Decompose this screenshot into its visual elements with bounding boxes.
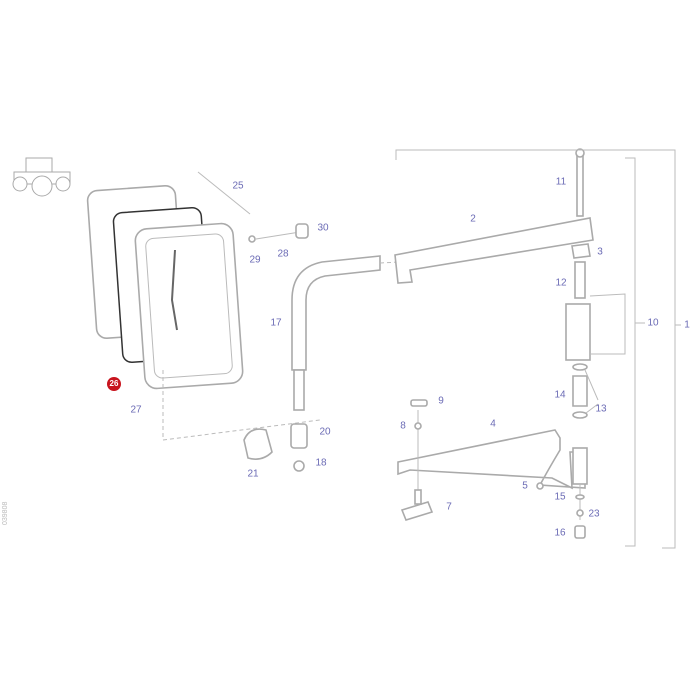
callout-25[interactable]: 25 [232,180,244,192]
callout-16[interactable]: 16 [554,527,566,539]
callout-4[interactable]: 4 [490,418,496,430]
callout-3[interactable]: 3 [597,246,603,258]
callout-12[interactable]: 12 [555,277,567,289]
callout-11[interactable]: 11 [555,176,567,188]
window-frame [134,222,244,390]
reference-code: 039808 [2,501,9,525]
callout-17[interactable]: 17 [270,317,282,329]
callout-5[interactable]: 5 [522,480,528,492]
callout-10[interactable]: 10 [647,317,659,329]
tractor-icon [12,157,71,197]
callout-8[interactable]: 8 [400,420,406,432]
callout-28[interactable]: 28 [277,248,289,260]
callout-13[interactable]: 13 [595,403,607,415]
callout-2[interactable]: 2 [470,213,476,225]
highlighted-part-badge[interactable]: 26 [107,377,121,391]
callout-20[interactable]: 20 [319,426,331,438]
callout-15[interactable]: 15 [554,491,566,503]
callout-27[interactable]: 27 [130,404,142,416]
callout-21[interactable]: 21 [247,468,259,480]
callout-9[interactable]: 9 [438,395,444,407]
callout-18[interactable]: 18 [315,457,327,469]
callout-14[interactable]: 14 [554,389,566,401]
callout-30[interactable]: 30 [317,222,329,234]
callout-23[interactable]: 23 [588,508,600,520]
callout-29[interactable]: 29 [249,254,261,266]
callout-7[interactable]: 7 [446,501,452,513]
callout-1[interactable]: 1 [684,319,690,331]
